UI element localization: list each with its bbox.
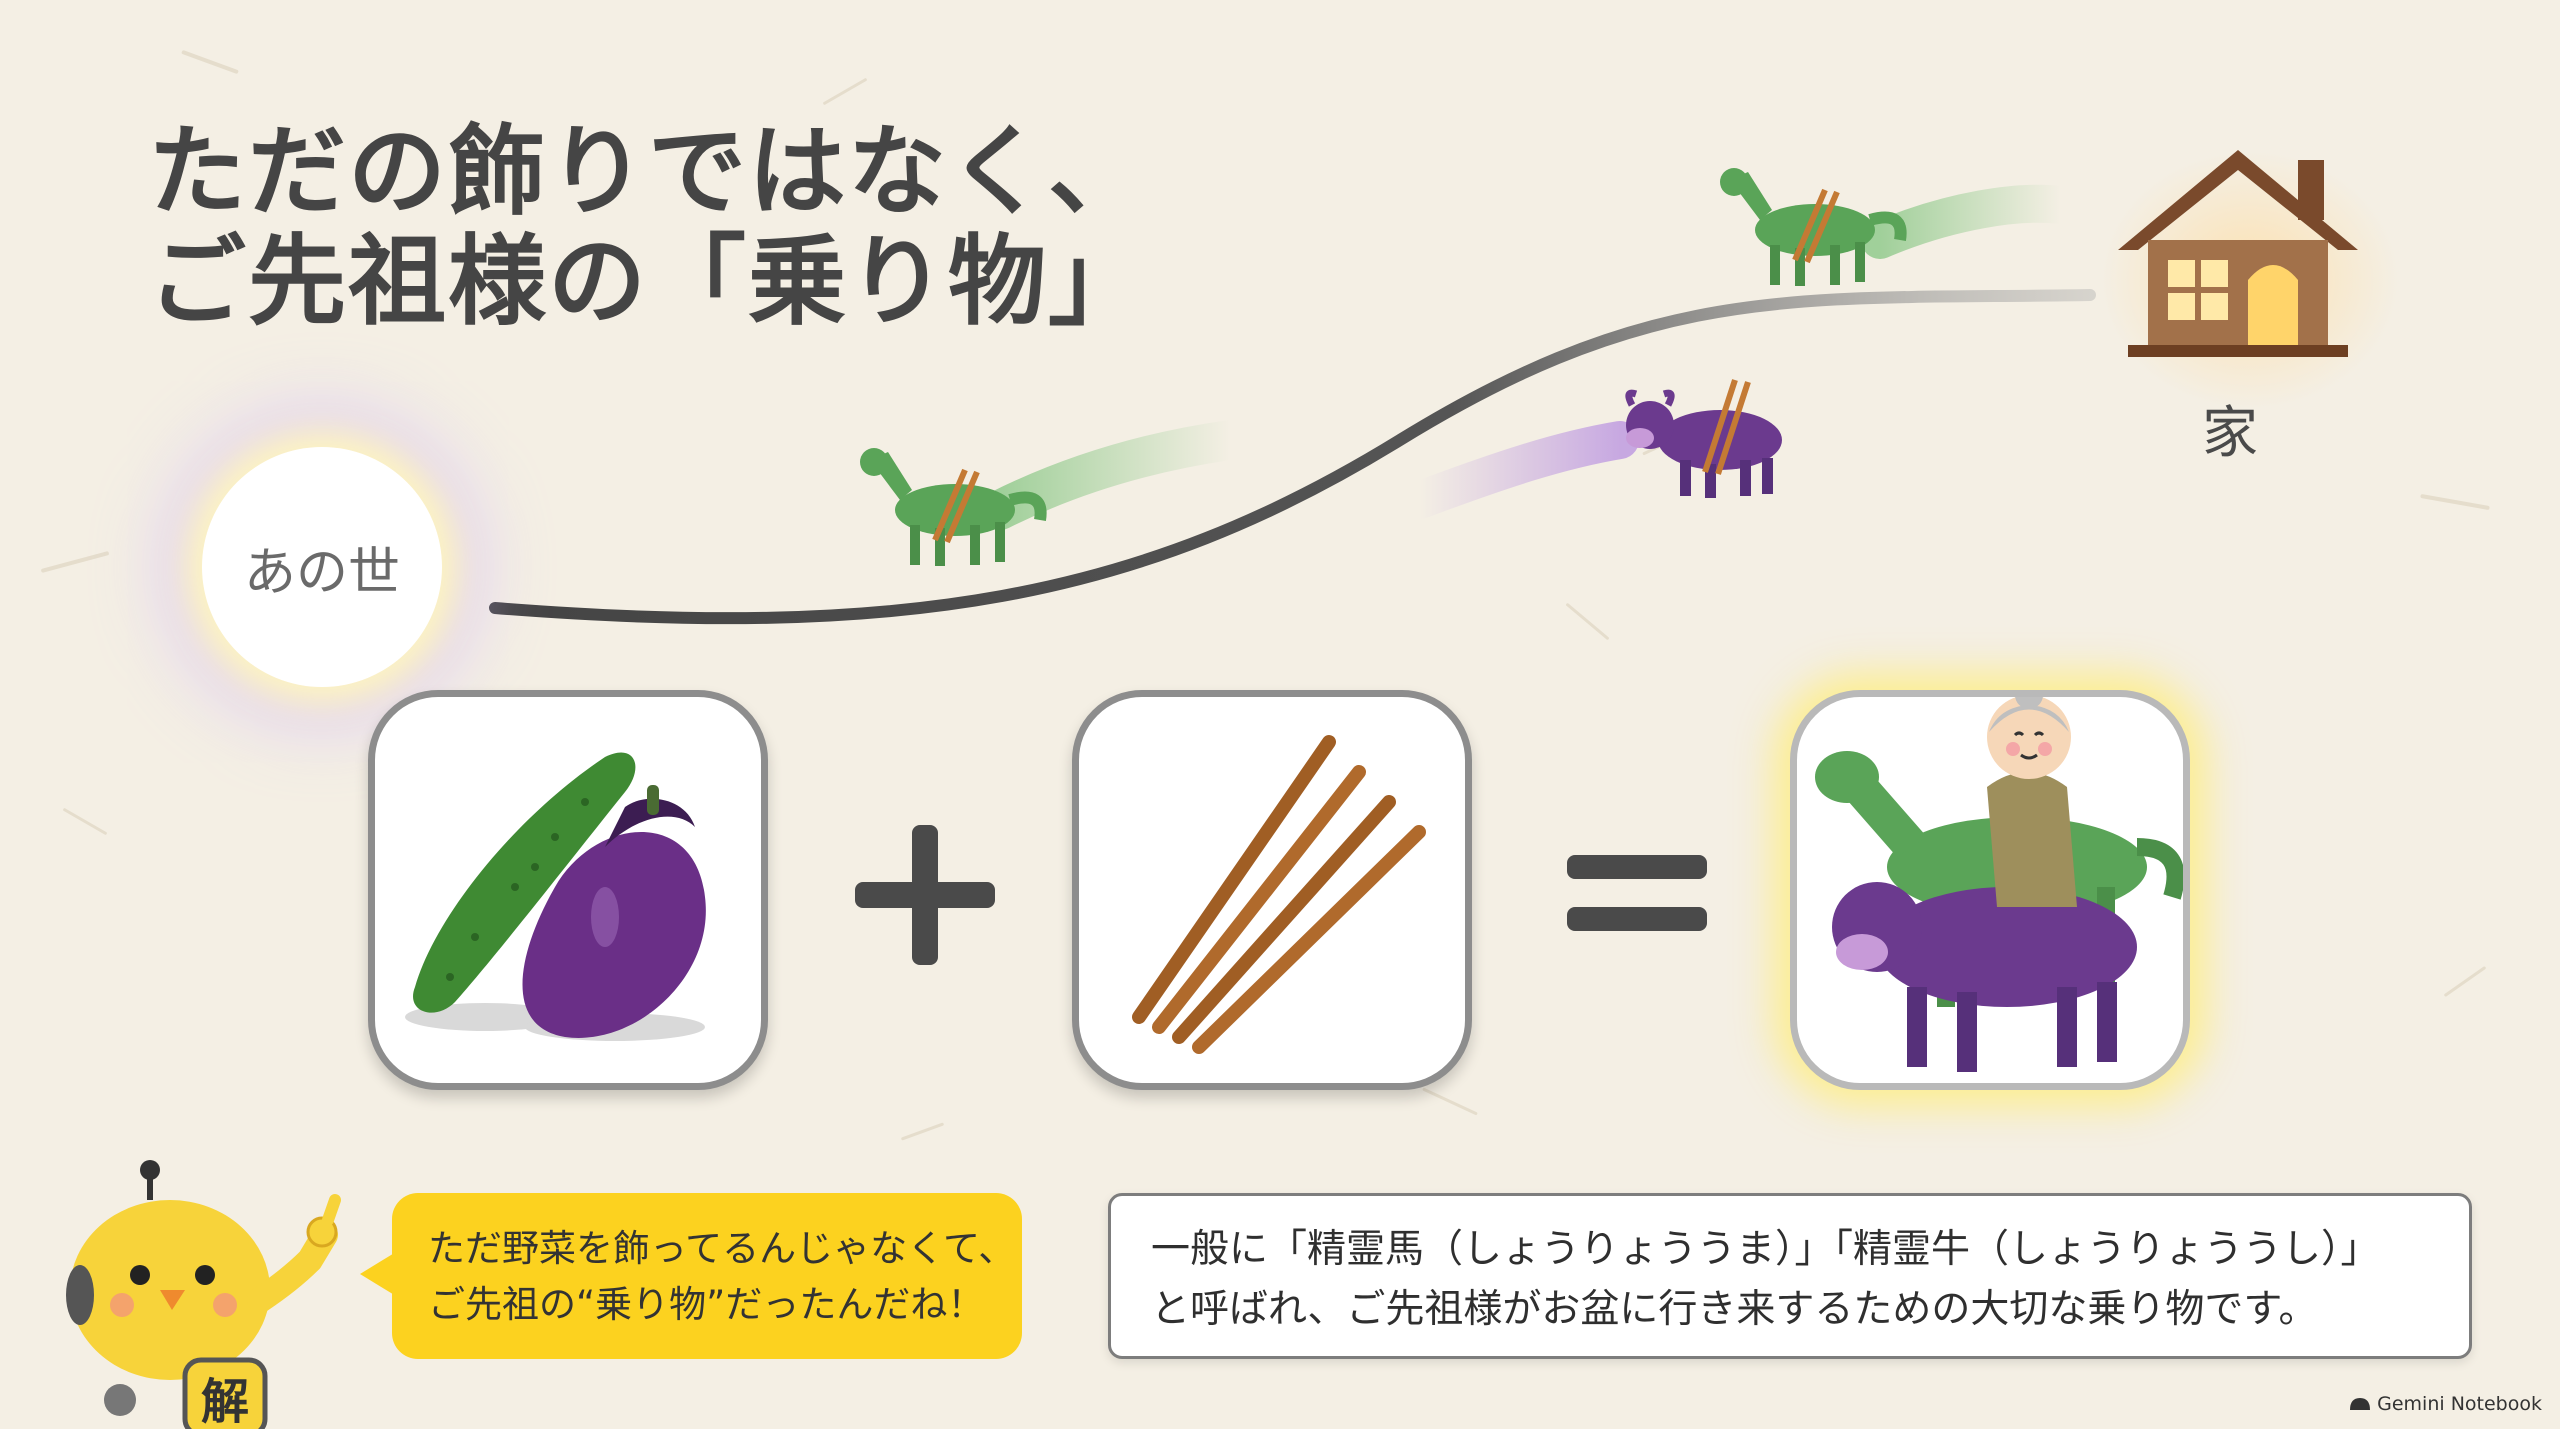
- cucumber-horse-icon: [1720, 168, 1907, 286]
- explanation-note: 一般に「精霊馬（しょうりょううま）」「精霊牛（しょうりょううし）」 と呼ばれ、ご…: [1108, 1193, 2472, 1359]
- page-title: ただの飾りではなく、 ご先祖様の「乗り物」: [148, 115, 1149, 339]
- title-line-1: ただの飾りではなく、: [148, 115, 1149, 229]
- gemini-notebook-icon: [2350, 1398, 2371, 1410]
- sticks-card: [1072, 690, 1472, 1090]
- cucumber-eggplant-icon: [405, 752, 706, 1041]
- vegetables-card: [368, 690, 768, 1090]
- note-line-2: と呼ばれ、ご先祖様がお盆に行き来するための大切な乗り物です。: [1151, 1287, 2318, 1333]
- mascot-chick-robot: 解: [66, 1160, 341, 1429]
- title-line-2: ご先祖様の「乗り物」: [148, 224, 1149, 339]
- house-icon: [2118, 150, 2358, 357]
- watermark-text: Gemini Notebook: [2377, 1393, 2542, 1415]
- speech-bubble-tail: [360, 1252, 396, 1296]
- afterworld-label: あの世: [243, 542, 400, 603]
- equals-icon: [1567, 855, 1707, 931]
- mascot-speech-bubble: ただ野菜を飾ってるんじゃなくて、 ご先祖の“乗り物”だったんだね！: [392, 1193, 1022, 1359]
- speech-line-1: ただ野菜を飾ってるんじゃなくて、: [428, 1227, 1016, 1270]
- afterworld-circle: あの世: [202, 447, 442, 687]
- mascot-badge: 解: [201, 1374, 249, 1429]
- cucumber-horse-icon: [860, 448, 1047, 566]
- house-label: 家: [2202, 401, 2258, 466]
- ancestor-ride-card: [1790, 690, 2190, 1090]
- grandmother-riding-icon: [1815, 697, 2183, 1072]
- plus-icon: [855, 825, 995, 965]
- eggplant-cow-icon: [1625, 379, 1782, 498]
- speech-line-2: ご先祖の“乗り物”だったんだね！: [428, 1282, 985, 1326]
- wooden-sticks-icon: [1132, 735, 1426, 1054]
- note-line-1: 一般に「精霊馬（しょうりょううま）」「精霊牛（しょうりょううし）」: [1151, 1227, 2380, 1272]
- watermark: Gemini Notebook: [2349, 1393, 2542, 1415]
